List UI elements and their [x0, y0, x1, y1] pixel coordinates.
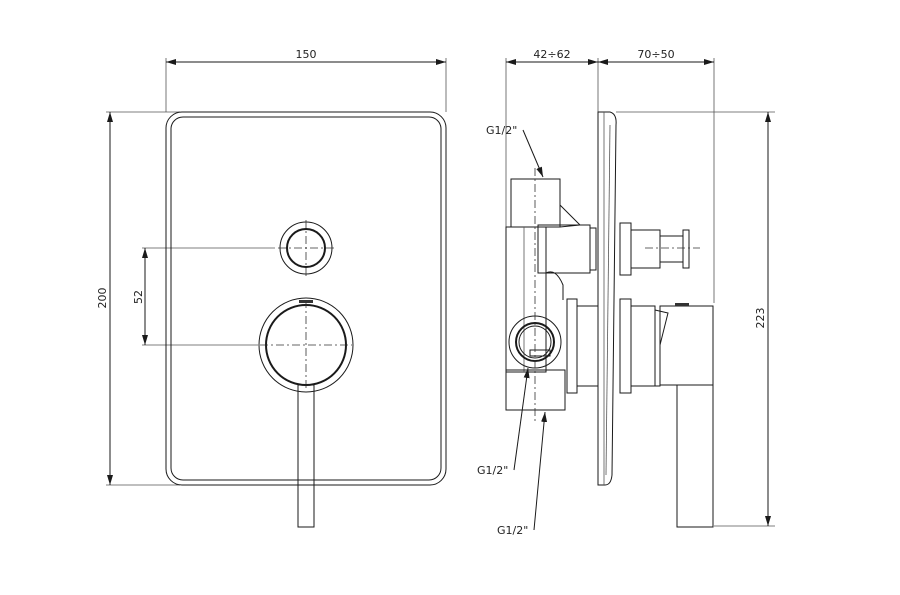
- valve-body: [505, 168, 599, 422]
- spacing-label: 52: [132, 290, 145, 304]
- front-view: 150 200 52: [96, 48, 447, 528]
- diverter-button-side: [619, 222, 700, 276]
- total-height-label: 223: [754, 308, 767, 329]
- cover-plate: [165, 111, 447, 486]
- mixer-handle-side: [619, 298, 714, 528]
- width-dimension: 150: [165, 48, 447, 112]
- width-label: 150: [296, 48, 317, 61]
- outlet-label: G1/2": [477, 464, 508, 477]
- height-label: 200: [96, 288, 109, 309]
- mixer-lever: [297, 384, 315, 528]
- inlet-top-label: G1/2": [486, 124, 517, 137]
- side-view: 42÷62 70÷50 223: [477, 48, 775, 537]
- cover-plate-side: [597, 111, 617, 486]
- spacing-dimension: 52: [132, 247, 275, 346]
- inlet-bottom-label: G1/2": [497, 524, 528, 537]
- height-dimension: 200: [96, 111, 180, 486]
- depth-label: 42÷62: [533, 48, 570, 61]
- connection-labels: G1/2" G1/2" G1/2": [477, 124, 548, 537]
- total-height-dimension: 223: [616, 111, 775, 527]
- diverter-button: [278, 220, 334, 276]
- mixer-knob: [258, 297, 354, 393]
- projection-label: 70÷50: [637, 48, 674, 61]
